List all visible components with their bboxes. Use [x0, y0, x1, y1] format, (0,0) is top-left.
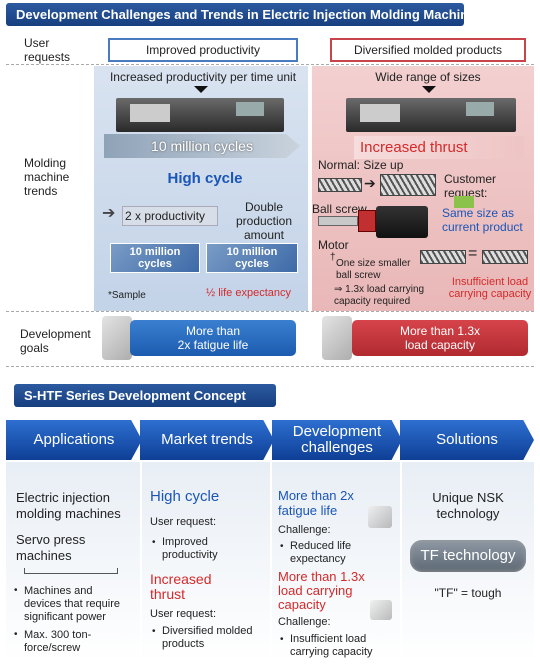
- header-diversified-products: Diversified molded products: [330, 38, 526, 62]
- challenge-fatigue-title: More than 2x fatigue life: [278, 488, 354, 518]
- challenge-bullet-life: Reduced life expectancy: [290, 540, 352, 565]
- challenge-label-2: Challenge:: [278, 616, 331, 628]
- header-market-trends-text: Market trends: [161, 431, 253, 448]
- panel-market: [142, 462, 270, 662]
- same-size-label: Same size as current product: [442, 206, 523, 234]
- high-cycle-label: High cycle: [167, 170, 243, 187]
- green-arrow-icon: [454, 196, 474, 208]
- bullet-dot: •: [152, 626, 156, 637]
- ball-screw-large-image: [380, 174, 436, 196]
- ball-screw-label: Ball screw: [312, 202, 367, 216]
- app-servo-press: Servo press machines: [16, 532, 86, 563]
- challenge-bullet-load: Insufficient load carrying capacity: [290, 633, 373, 658]
- row-label-molding-trends: Molding machine trends: [24, 156, 70, 198]
- app-bullet-power: Machines and devices that require signif…: [24, 585, 120, 623]
- goal-fatigue-life: More than 2x fatigue life: [130, 320, 296, 356]
- equals-icon: =: [468, 245, 478, 262]
- header-applications: Applications: [6, 420, 142, 460]
- divider: [6, 366, 534, 367]
- robot-arm-image: [102, 316, 132, 360]
- header-development-challenges: Development challenges: [272, 420, 402, 460]
- header-solutions-text: Solutions: [436, 431, 498, 448]
- market-bullet-productivity: Improved productivity: [162, 536, 218, 561]
- header-solutions: Solutions: [400, 420, 534, 460]
- panel-challenges: [272, 462, 400, 662]
- double-amount-label: Double production amount: [235, 200, 293, 242]
- goal-load-capacity: More than 1.3x load capacity: [352, 320, 528, 356]
- bullet-dot: •: [280, 541, 284, 552]
- bullet-dot: •: [14, 585, 18, 596]
- market-increased-thrust: Increased thrust: [150, 571, 212, 602]
- solution-nsk-technology: Unique NSK technology: [432, 490, 504, 521]
- divider: [6, 311, 534, 312]
- app-injection-molding: Electric injection molding machines: [16, 490, 121, 521]
- sample-photo-2: 10 million cycles: [206, 243, 298, 273]
- machine-detail: [466, 102, 494, 116]
- row-label-development-goals: Development goals: [20, 327, 91, 355]
- section-title-top: Development Challenges and Trends in Ele…: [6, 3, 483, 26]
- productivity-x2-label: 2 x productivity: [122, 206, 218, 226]
- robot-arm-image: [370, 600, 392, 620]
- header-development-challenges-text: Development challenges: [292, 423, 382, 456]
- tf-meaning-note: "TF" = tough: [434, 586, 502, 600]
- goal-load-capacity-text: More than 1.3x load capacity: [399, 324, 481, 352]
- load-required-label: ⇒ 1.3x load carrying capacity required: [334, 284, 425, 307]
- normal-size-up-label: Normal: Size up: [318, 158, 404, 172]
- motor-label: Motor: [318, 238, 349, 252]
- row-label-user-requests: User requests: [24, 36, 71, 64]
- arrow-down-icon: [422, 86, 436, 93]
- tf-technology-badge: TF technology: [410, 540, 526, 572]
- machine-detail: [130, 104, 170, 122]
- machine-detail: [360, 104, 400, 122]
- arrow-right-icon: ➔: [364, 175, 376, 191]
- ball-screw-small-image: [318, 178, 362, 192]
- arrow-right-icon: ➔: [102, 205, 116, 222]
- app-bullet-max: Max. 300 ton- force/screw: [24, 629, 92, 654]
- challenge-load-title: More than 1.3x load carrying capacity: [278, 569, 365, 612]
- section-title-bottom: S-HTF Series Development Concept: [14, 384, 276, 407]
- header-market-trends: Market trends: [140, 420, 274, 460]
- ball-screw-small-image: [318, 216, 358, 226]
- sizes-subtitle: Wide range of sizes: [375, 70, 481, 84]
- ball-screw-compare-image: [420, 250, 466, 264]
- market-bullet-products: Diversified molded products: [162, 625, 253, 650]
- market-user-request-2: User request:: [150, 608, 217, 620]
- market-user-request-1: User request:: [150, 516, 217, 528]
- cycles-banner: 10 million cycles: [104, 134, 300, 158]
- brace-icon: [24, 568, 118, 574]
- header-applications-text: Applications: [33, 431, 115, 448]
- bullet-dot: •: [152, 537, 156, 548]
- ball-screw-compare-image: [482, 250, 528, 264]
- divider: [6, 64, 534, 65]
- dagger-mark: †: [330, 252, 336, 263]
- sample-note: *Sample: [108, 290, 146, 301]
- robot-arm-image: [368, 506, 392, 528]
- bullet-dot: •: [14, 629, 18, 640]
- sample-photo-1: 10 million cycles: [110, 243, 200, 273]
- header-improved-productivity: Improved productivity: [108, 38, 298, 62]
- machine-detail: [236, 102, 264, 116]
- motor-image: [376, 206, 428, 238]
- productivity-subtitle: Increased productivity per time unit: [109, 70, 297, 84]
- market-high-cycle: High cycle: [150, 488, 220, 505]
- insufficient-load-label: Insufficient load carrying capacity: [448, 276, 532, 300]
- one-size-smaller-label: One size smaller ball screw: [336, 258, 411, 281]
- challenge-label-1: Challenge:: [278, 524, 331, 536]
- panel-applications: [6, 462, 140, 662]
- goal-fatigue-life-text: More than 2x fatigue life: [177, 324, 249, 352]
- robot-arm-image: [322, 316, 352, 360]
- bullet-dot: •: [280, 634, 284, 645]
- motor-image: [358, 210, 376, 232]
- increased-thrust-label: Increased thrust: [354, 136, 524, 159]
- arrow-down-icon: [194, 86, 208, 93]
- half-life-label: ½ life expectancy: [206, 287, 291, 299]
